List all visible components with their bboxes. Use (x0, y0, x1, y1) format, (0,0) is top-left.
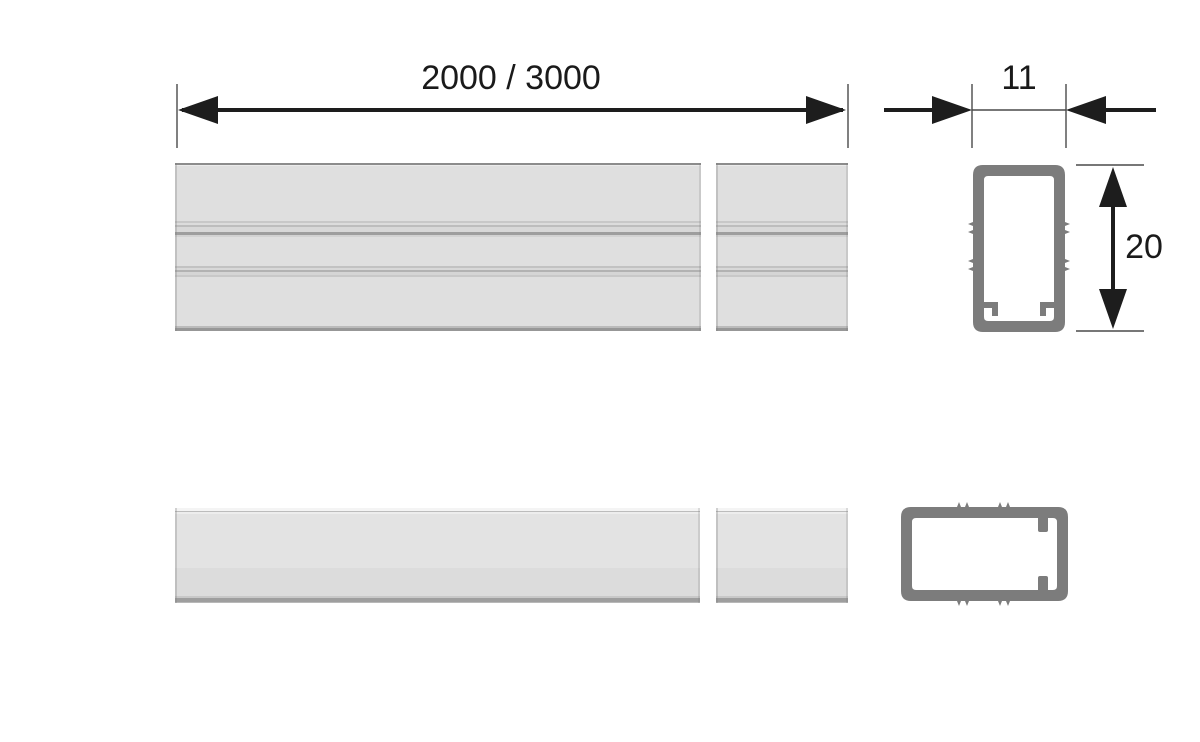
width-dimension-label: 11 (1001, 59, 1037, 97)
arrow-head-left (178, 96, 218, 124)
length-dimension-label: 2000 / 3000 (421, 59, 601, 97)
profile-back-view-segment-left (175, 508, 700, 603)
knurl-bump (1065, 267, 1070, 271)
arrow-head-top (1099, 167, 1127, 207)
knurl-bump (998, 502, 1002, 507)
profile-side-view-segment-right (716, 163, 848, 331)
hook-left (984, 302, 998, 316)
knurl-bump (1065, 230, 1070, 234)
knurl-bump (1006, 601, 1010, 606)
knurl-bumps-bottom (957, 601, 1010, 606)
knurl-bumps-top (957, 502, 1010, 507)
knurl-bumps-left (968, 222, 973, 271)
arrow-head-left (932, 96, 972, 124)
profile-ring (901, 507, 1068, 601)
cross-section-upright (968, 165, 1070, 332)
cross-section-rotated (901, 502, 1068, 606)
knurl-bump (965, 502, 969, 507)
height-dimension (1076, 164, 1144, 332)
length-dimension (176, 84, 849, 148)
knurl-bump (968, 259, 973, 263)
hook-bottom (1038, 576, 1048, 590)
knurl-bump (968, 267, 973, 271)
profile-side-view-segment-left (175, 163, 701, 331)
knurl-bump (1065, 259, 1070, 263)
knurl-bump (965, 601, 969, 606)
arrow-head-right (1066, 96, 1106, 124)
knurl-bump (1065, 222, 1070, 226)
knurl-bump (998, 601, 1002, 606)
knurl-bump (968, 222, 973, 226)
knurl-bump (968, 230, 973, 234)
profile-ring (973, 165, 1065, 332)
hook-right (1040, 302, 1054, 316)
profile-back-view-segment-right (716, 508, 848, 603)
height-dimension-label: 20 (1125, 228, 1163, 266)
arrow-head-right (806, 96, 846, 124)
knurl-bump (957, 601, 961, 606)
knurl-bump (1006, 502, 1010, 507)
knurl-bumps-right (1065, 222, 1070, 271)
width-dimension (884, 84, 1156, 148)
arrow-head-bottom (1099, 289, 1127, 329)
knurl-bump (957, 502, 961, 507)
hook-top (1038, 518, 1048, 532)
